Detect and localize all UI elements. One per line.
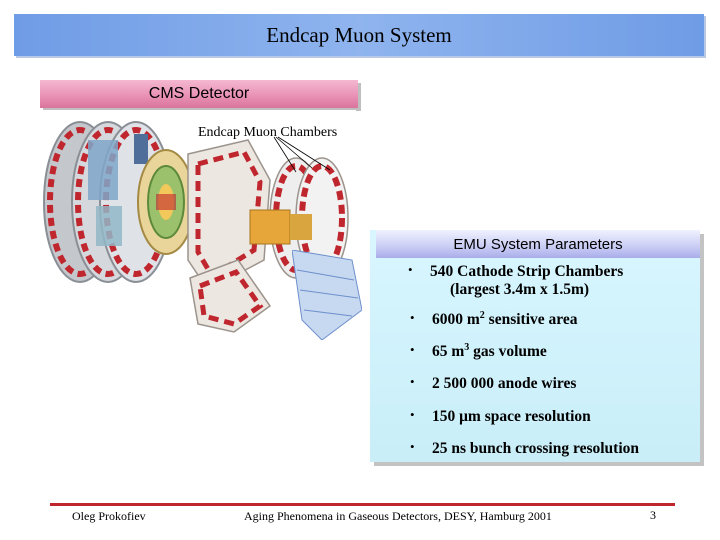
param-area-exponent: 2	[479, 310, 485, 321]
param-volume-exponent: 3	[464, 342, 470, 353]
detector-support-structure	[292, 250, 362, 340]
param-item-area: • 6000 m2 sensitive area	[410, 310, 578, 329]
emu-parameters-box: EMU System Parameters • 540 Cathode Strip…	[370, 230, 700, 462]
footer-page-number: 3	[650, 508, 656, 522]
bullet: •	[408, 262, 413, 277]
bullet: •	[410, 407, 415, 422]
param-item-bunch-crossing: • 25 ns bunch crossing resolution	[410, 439, 639, 458]
param-volume-value: 65 m	[432, 343, 465, 361]
footer-author: Oleg Prokofiev	[72, 509, 146, 523]
endcap-muon-chambers-label: Endcap Muon Chambers	[198, 125, 338, 140]
footer-divider	[50, 503, 675, 506]
cms-detector-label-box: CMS Detector	[40, 80, 358, 108]
param-volume-text: gas volume	[469, 343, 547, 361]
cms-detector-label: CMS Detector	[148, 85, 250, 102]
chamber-pointer-lines	[273, 136, 331, 173]
slide-title: Endcap Muon System	[266, 22, 452, 47]
param-area-text: sensitive area	[484, 311, 578, 329]
emu-parameters-header: EMU System Parameters	[376, 230, 700, 258]
param-chambers-line1: 540 Cathode Strip Chambers	[430, 263, 624, 280]
slide-title-bar: Endcap Muon System	[14, 14, 704, 56]
bullet: •	[410, 342, 415, 358]
bullet: •	[410, 374, 415, 389]
param-item-space-resolution: • 150 μm space resolution	[410, 407, 591, 426]
central-core	[137, 149, 195, 255]
barrel-wheels	[187, 139, 272, 333]
param-area-value: 6000 m	[432, 311, 480, 329]
param-item-volume: • 65 m3 gas volume	[410, 342, 547, 361]
emu-parameters-title: EMU System Parameters	[453, 235, 623, 253]
bullet: •	[410, 310, 415, 326]
cms-detector-illustration	[38, 110, 356, 342]
param-wires-text: 2 500 000 anode wires	[432, 375, 577, 392]
param-space-mu: μ	[459, 408, 468, 425]
param-item-wires: • 2 500 000 anode wires	[410, 374, 576, 393]
param-chambers-line2: (largest 3.4m x 1.5m)	[450, 281, 590, 298]
param-space-value: 150	[432, 408, 460, 425]
param-bunch-text: 25 ns bunch crossing resolution	[432, 440, 640, 457]
param-space-text: m space resolution	[467, 408, 591, 425]
footer-event: Aging Phenomena in Gaseous Detectors, DE…	[244, 509, 552, 523]
param-item-chambers: • 540 Cathode Strip Chambers (largest 3.4…	[408, 262, 623, 299]
bullet: •	[410, 439, 415, 454]
